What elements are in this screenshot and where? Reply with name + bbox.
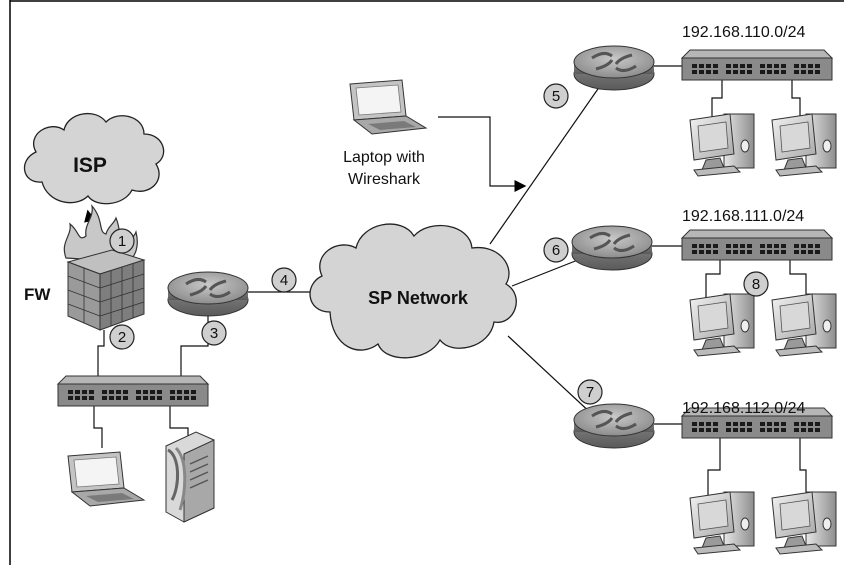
pc-112-a-icon — [689, 491, 755, 555]
switch-111-icon — [681, 229, 833, 261]
sp-network-label: SP Network — [368, 288, 469, 308]
lan-switch-icon — [57, 375, 209, 407]
pc-112-b-icon — [771, 491, 837, 555]
isp-label: ISP — [73, 154, 107, 177]
callout-3: 3 — [201, 320, 227, 346]
wireshark-laptop-label-line1: Laptop with — [343, 149, 425, 166]
pc-111-b-icon — [771, 293, 837, 357]
switch-to-server-link — [169, 406, 189, 440]
sp-network-cloud — [309, 223, 517, 359]
callout-8: 8 — [743, 271, 769, 297]
svg-text:2: 2 — [118, 329, 126, 346]
svg-text:1: 1 — [118, 233, 126, 250]
pc-110-a-icon — [689, 113, 755, 177]
svg-text:5: 5 — [552, 88, 560, 105]
svg-text:6: 6 — [552, 242, 560, 259]
router-112-icon — [572, 402, 656, 450]
pc-111-a-icon — [689, 293, 755, 357]
callout-2: 2 — [109, 324, 135, 350]
callout-5: 5 — [543, 83, 569, 109]
wireshark-laptop-icon — [349, 79, 427, 135]
svg-text:8: 8 — [752, 276, 760, 293]
cloud-to-router5-link — [489, 85, 601, 245]
switch111-to-pc1-link — [705, 260, 721, 298]
switch112-to-pc1-link — [707, 436, 721, 496]
callout-7: 7 — [577, 379, 603, 405]
isp-cloud — [23, 112, 165, 205]
svg-text:4: 4 — [280, 272, 288, 289]
firewall-icon — [63, 203, 146, 331]
fw-to-switch-link — [97, 330, 105, 382]
subnet-111-label: 192.168.111.0/24 — [682, 208, 804, 225]
callout-6: 6 — [543, 237, 569, 263]
router-111-icon — [570, 224, 654, 272]
callout-4: 4 — [271, 267, 297, 293]
subnet-112-label: 192.168.112.0/24 — [682, 400, 805, 417]
lan-laptop-icon — [67, 451, 145, 507]
fw-label: FW — [24, 285, 51, 304]
router-to-switch-link — [180, 305, 209, 382]
svg-text:7: 7 — [586, 384, 594, 401]
cloud-to-router7-link — [507, 335, 595, 417]
switch110-to-pc2-link — [791, 78, 801, 118]
svg-text:3: 3 — [210, 325, 218, 342]
switch-110-icon — [681, 49, 833, 81]
edge-router-icon — [166, 270, 250, 318]
switch112-to-pc2-link — [799, 436, 807, 496]
wireshark-capture-arrow — [438, 116, 527, 192]
pc-110-b-icon — [771, 113, 837, 177]
callout-1: 1 — [109, 228, 135, 254]
switch111-to-pc2-link — [789, 260, 807, 298]
subnet-110-label: 192.168.110.0/24 — [682, 24, 805, 41]
server-icon — [165, 431, 215, 523]
switch110-to-pc1-link — [711, 78, 723, 118]
wireshark-laptop-label-line2: Wireshark — [348, 171, 421, 188]
switch-to-laptop-link — [93, 406, 103, 448]
router-110-icon — [572, 44, 656, 92]
